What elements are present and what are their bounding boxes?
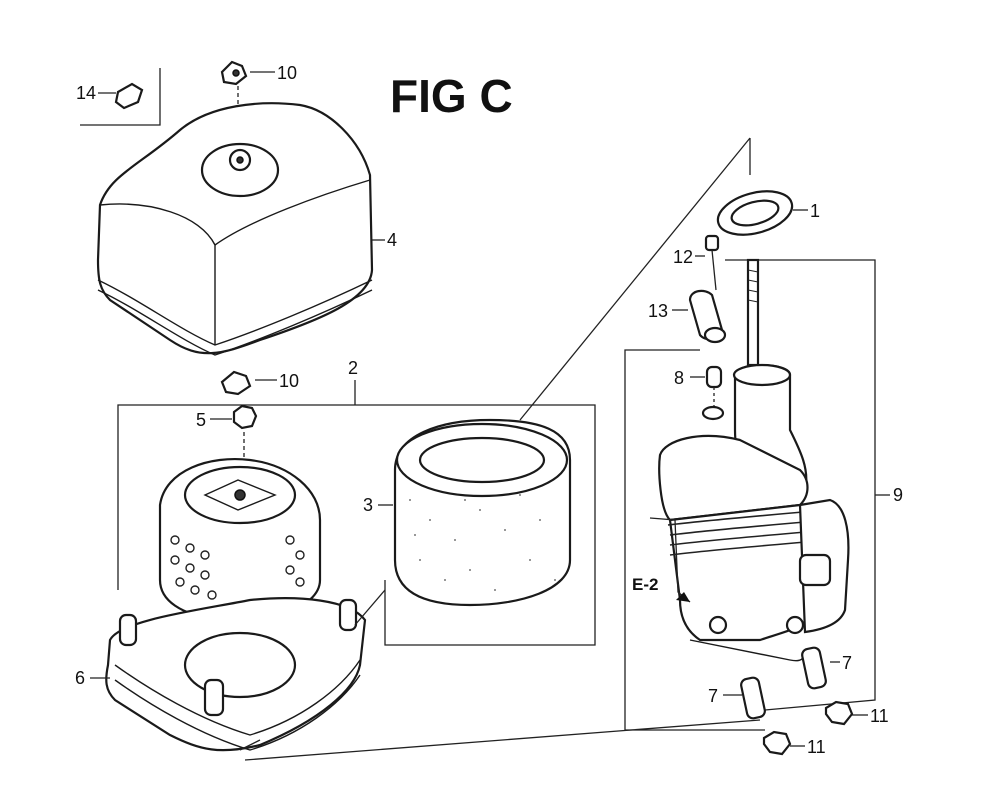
label-7-right: 7 (842, 653, 852, 673)
label-12: 12 (673, 247, 693, 267)
elbow-assembly (658, 363, 850, 662)
label-6: 6 (75, 668, 85, 688)
paper-element (158, 458, 322, 622)
part-9-bracket: 9 (624, 259, 903, 731)
label-14: 14 (76, 83, 96, 103)
gasket-1: 1 (716, 190, 820, 236)
bolt-12: 12 (673, 234, 720, 291)
label-1: 1 (810, 201, 820, 221)
callout-e2: E-2 (632, 517, 691, 603)
figure-title: FIG C (390, 70, 513, 122)
label-11-right: 11 (870, 706, 889, 726)
air-cleaner-case-6: 6 (75, 597, 367, 752)
air-cleaner-cover-4: 4 (96, 102, 397, 356)
part-10-lower: 10 (220, 370, 299, 396)
nuts-11: 11 11 (762, 700, 889, 757)
label-10-top: 10 (277, 63, 297, 83)
callout-e2-label: E-2 (632, 575, 658, 594)
pins-7: 7 7 (708, 646, 852, 720)
label-8: 8 (674, 368, 684, 388)
clamp-13: 13 (648, 289, 727, 344)
label-4: 4 (387, 230, 397, 250)
label-7-left: 7 (708, 686, 718, 706)
stud-rod (746, 258, 760, 367)
label-11-bottom: 11 (807, 737, 826, 757)
label-9: 9 (893, 485, 903, 505)
label-5: 5 (196, 410, 206, 430)
collar-8: 8 (674, 365, 725, 421)
label-2: 2 (348, 358, 358, 378)
label-10-lower: 10 (279, 371, 299, 391)
label-13: 13 (648, 301, 668, 321)
wing-nut-14 (114, 82, 144, 110)
leader-lines (244, 137, 761, 761)
part-14-inset: 14 (76, 68, 161, 126)
part-2-bracket: 2 (117, 358, 596, 646)
label-3: 3 (363, 495, 373, 515)
foam-element-3: 3 (363, 418, 572, 607)
